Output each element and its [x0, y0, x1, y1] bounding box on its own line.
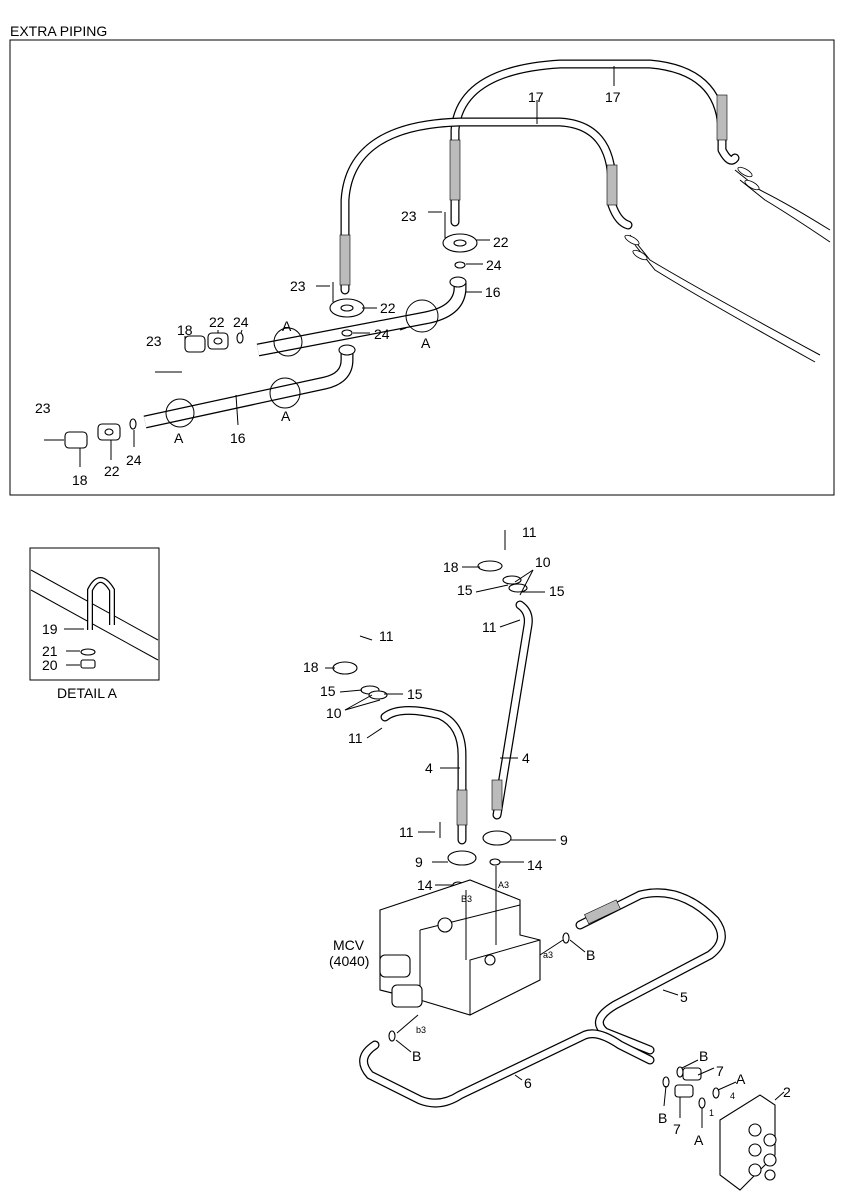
callout-label: 10 [326, 705, 342, 721]
callout-label: 23 [35, 400, 51, 416]
callout-label: 15 [549, 583, 565, 599]
callout-label: 7 [673, 1121, 681, 1137]
continuing-pipes [624, 166, 831, 363]
flanges-top [44, 212, 478, 449]
callout-label: 18 [303, 659, 319, 675]
hose-5 [575, 888, 726, 1055]
callout-label: A [694, 1132, 704, 1148]
callout-label: 11 [482, 619, 497, 635]
callout-label: B [412, 1048, 421, 1064]
callout-label: 14 [417, 877, 433, 893]
callout-label: 1 [709, 1108, 714, 1118]
callout-label: A [421, 335, 431, 351]
hose-17-rear [449, 59, 740, 227]
hose-4-right [491, 600, 533, 820]
callout-label: B [699, 1048, 708, 1064]
callout-label: 18 [443, 559, 459, 575]
callout-label: 4 [730, 1091, 735, 1101]
hose-17-front [339, 117, 633, 295]
callout-label: 17 [528, 89, 544, 105]
bottom-callouts: 11 18 10 15 15 11 11 18 15 15 10 11 4 4 … [303, 524, 791, 1148]
callout-label: 24 [233, 314, 249, 330]
callout-label: 21 [42, 643, 58, 659]
callout-label: 15 [320, 683, 336, 699]
callout-label: 5 [680, 989, 688, 1005]
callout-label: A3 [498, 880, 509, 890]
extra-piping-frame [9, 39, 835, 496]
hose-6 [359, 1029, 655, 1108]
callout-label: 6 [524, 1075, 532, 1091]
callout-label: 23 [146, 333, 162, 349]
callout-label: A [282, 318, 292, 334]
diagram-title: EXTRA PIPING [10, 23, 107, 39]
callout-label: 18 [72, 472, 88, 488]
bottom-leaders [325, 566, 785, 1128]
callout-label: 4 [425, 760, 433, 776]
callout-label: 23 [290, 278, 306, 294]
callout-label: B [658, 1110, 667, 1126]
callout-label: 7 [716, 1063, 724, 1079]
top-leaders [79, 66, 615, 467]
callout-label: 16 [230, 430, 246, 446]
callout-label: b3 [416, 1025, 426, 1035]
callout-label: A [174, 430, 184, 446]
callout-label: a3 [543, 950, 553, 960]
callout-label: 24 [486, 257, 502, 273]
callout-label: 4 [522, 750, 530, 766]
callout-label: 10 [535, 554, 551, 570]
detail-a-caption: DETAIL A [57, 685, 118, 701]
callout-label: 15 [407, 686, 423, 702]
callout-label: 19 [42, 621, 58, 637]
pipe-16-lower [143, 344, 356, 429]
hose-4-left [380, 706, 468, 845]
callout-label: A [736, 1071, 746, 1087]
callout-label: 11 [348, 730, 363, 746]
mcv-code: (4040) [329, 953, 369, 969]
valve-block-2 [662, 1066, 777, 1191]
callout-label: 2 [783, 1084, 791, 1100]
detail-a-markers [165, 299, 439, 428]
callout-label: 20 [42, 657, 58, 673]
main-control-valve [379, 866, 570, 1042]
callout-label: 18 [177, 322, 193, 338]
callout-label: 15 [457, 582, 473, 598]
callout-label: 11 [522, 524, 537, 540]
callout-label: A [281, 408, 291, 424]
callout-label: 22 [493, 234, 509, 250]
callout-label: 14 [527, 857, 543, 873]
callout-label: 22 [380, 300, 396, 316]
callout-label: 22 [209, 314, 225, 330]
top-callouts: 17 17 23 22 24 23 16 22 24 A A 18 22 24 … [35, 89, 621, 488]
pipe-16-upper [256, 276, 467, 357]
callout-label: 24 [126, 452, 142, 468]
callout-label: 9 [560, 832, 568, 848]
mcv-label: MCV [333, 937, 365, 953]
callout-label: 11 [379, 628, 394, 644]
callout-label: B3 [461, 894, 472, 904]
detail-a-box: 19 21 20 DETAIL A [29, 547, 160, 701]
callout-label: 9 [415, 854, 423, 870]
callout-label: B [586, 947, 595, 963]
callout-label: 11 [399, 824, 414, 840]
callout-label: 23 [401, 208, 417, 224]
callout-label: 24 [374, 326, 390, 342]
callout-label: 22 [104, 463, 120, 479]
callout-label: 16 [485, 284, 501, 300]
callout-label: 17 [605, 89, 621, 105]
